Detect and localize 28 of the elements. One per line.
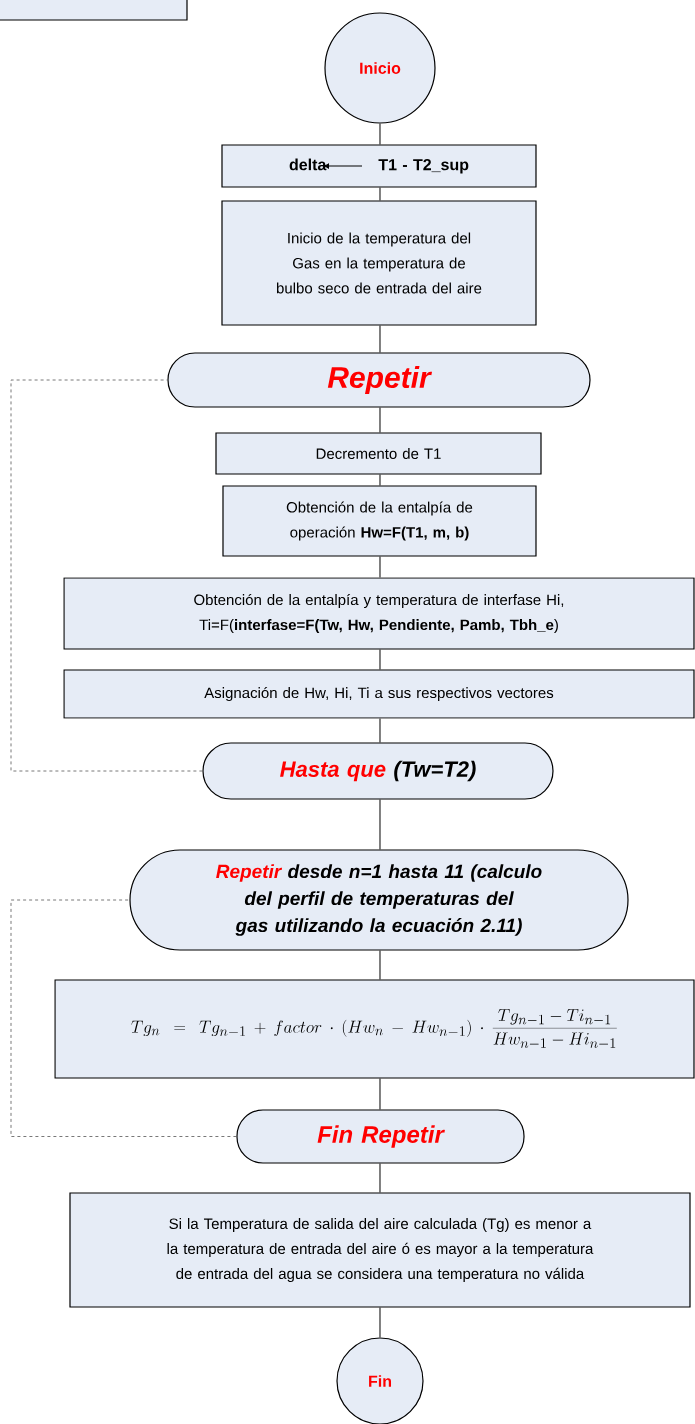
connector — [379, 649, 381, 670]
process-box: Decremento de T1 — [215, 432, 542, 475]
connector — [379, 1078, 381, 1110]
process-box: Si la Temperatura de salida del aire calculada (Tg) es menor a la temperatura de entrada del aire ó es mayor a la temperatura de entrada del agua se considera una temperatura no válida — [69, 1192, 691, 1308]
connector — [10, 899, 237, 1137]
process-box: Obtención de la entalpía de operación Hw=F(T1, m, b) — [222, 485, 537, 557]
assignment-box: delta T1 - T2_sup — [221, 144, 537, 188]
formula-box: $Tg_{n} = Tg_{n-1} + factor \cdot (Hw_{n} - Hw_{n-1}) \cdot \frac{Tg_{n-1} - Ti_{n-1}}{Hw_{n-1} - Hi_{n-1}}$ — [54, 979, 695, 1079]
process-box: Inicio de la temperatura del Gas en la temperatura de bulbo seco de entrada del aire — [221, 200, 537, 326]
connector — [379, 799, 381, 850]
connector — [379, 950, 381, 980]
loop-start-terminal: Repetir desde n=1 hasta 11 (calculo del perfil de temperaturas del gas utilizando la ecuación 2.11) — [129, 849, 629, 951]
process-box — [0, 0, 188, 21]
connector — [379, 407, 381, 433]
connector — [379, 187, 381, 201]
process-box: Asignación de Hw, Hi, Ti a sus respectivos vectores — [63, 669, 695, 719]
loop-end-terminal: Hasta que (Tw=T2) — [202, 742, 554, 800]
connector — [379, 325, 381, 353]
connector — [379, 474, 381, 486]
connector — [10, 379, 203, 772]
loop-end-terminal: Fin Repetir — [236, 1109, 525, 1164]
loop-start-terminal: Repetir — [167, 352, 591, 408]
connector — [379, 1163, 381, 1193]
connector — [379, 1307, 381, 1338]
connector — [379, 123, 381, 145]
process-box: Obtención de la entalpía y temperatura de interfase Hi, Ti=F(interfase=F(Tw, Hw, Pendiente, Pamb, Tbh_e) — [63, 577, 695, 650]
connector — [379, 556, 381, 578]
connector — [379, 718, 381, 743]
